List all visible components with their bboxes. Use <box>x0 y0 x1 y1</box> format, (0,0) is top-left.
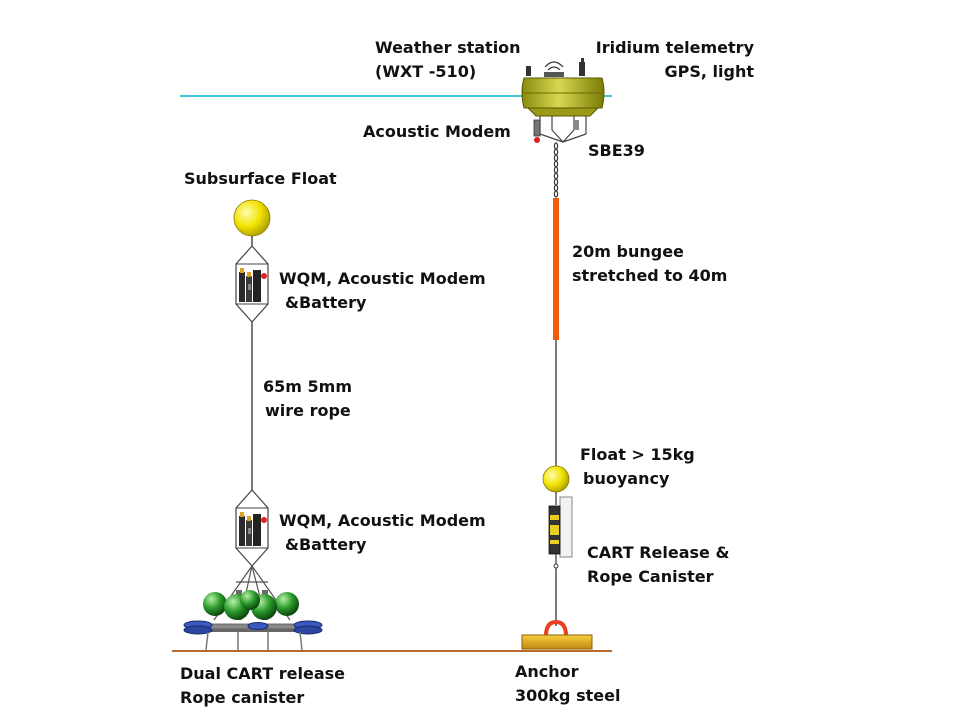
label-cart-release: CART Release & Rope Canister <box>587 541 729 589</box>
label-wire-rope: 65m 5mm wire rope <box>263 375 352 423</box>
label-anchor-line1: Anchor <box>515 662 579 681</box>
wqm-cage-lower <box>235 489 269 567</box>
label-weather-station: Weather station (WXT -510) <box>375 36 521 84</box>
anchor-weight <box>521 619 593 650</box>
label-bungee: 20m bungee stretched to 40m <box>572 240 727 288</box>
label-wire-rope-line1: 65m 5mm <box>263 377 352 396</box>
label-wire-rope-line2: wire rope <box>265 401 351 420</box>
label-bungee-line1: 20m bungee <box>572 242 684 261</box>
label-dual-cart: Dual CART release Rope canister <box>180 662 345 710</box>
label-anchor-line2: 300kg steel <box>515 686 621 705</box>
label-dual-cart-line1: Dual CART release <box>180 664 345 683</box>
wqm-cage-upper <box>235 245 269 323</box>
label-wqm-upper-line2: &Battery <box>285 293 367 312</box>
chain <box>553 142 559 198</box>
label-wqm-lower: WQM, Acoustic Modem &Battery <box>279 509 486 557</box>
subsurface-float <box>233 199 271 237</box>
label-wqm-upper-line1: WQM, Acoustic Modem <box>279 269 486 288</box>
label-float-buoyancy-line2: buoyancy <box>583 469 670 488</box>
label-float-buoyancy: Float > 15kg buoyancy <box>580 443 695 491</box>
label-anchor: Anchor 300kg steel <box>515 660 620 708</box>
label-wqm-lower-line1: WQM, Acoustic Modem <box>279 511 486 530</box>
bungee-cord <box>553 198 559 340</box>
cart-release-canister <box>548 492 573 569</box>
label-iridium-line2: GPS, light <box>664 62 755 81</box>
dual-cart-release-base <box>183 565 323 651</box>
surface-buoy <box>521 58 605 143</box>
label-dual-cart-line2: Rope canister <box>180 688 305 707</box>
label-float-buoyancy-line1: Float > 15kg <box>580 445 695 464</box>
label-wqm-lower-line2: &Battery <box>285 535 367 554</box>
label-cart-release-line2: Rope Canister <box>587 567 714 586</box>
label-iridium-line1: Iridium telemetry <box>595 38 754 57</box>
label-cart-release-line1: CART Release & <box>587 543 730 562</box>
label-weather-station-line2: (WXT -510) <box>375 62 477 81</box>
float-15kg <box>542 465 570 493</box>
label-bungee-line2: stretched to 40m <box>572 266 728 285</box>
label-wqm-upper: WQM, Acoustic Modem &Battery <box>279 267 486 315</box>
label-sbe39: SBE39 <box>588 141 645 160</box>
label-acoustic-modem: Acoustic Modem <box>363 122 511 141</box>
label-weather-station-line1: Weather station <box>375 38 521 57</box>
label-iridium: Iridium telemetry GPS, light <box>578 36 754 84</box>
label-subsurface-float: Subsurface Float <box>184 169 337 188</box>
